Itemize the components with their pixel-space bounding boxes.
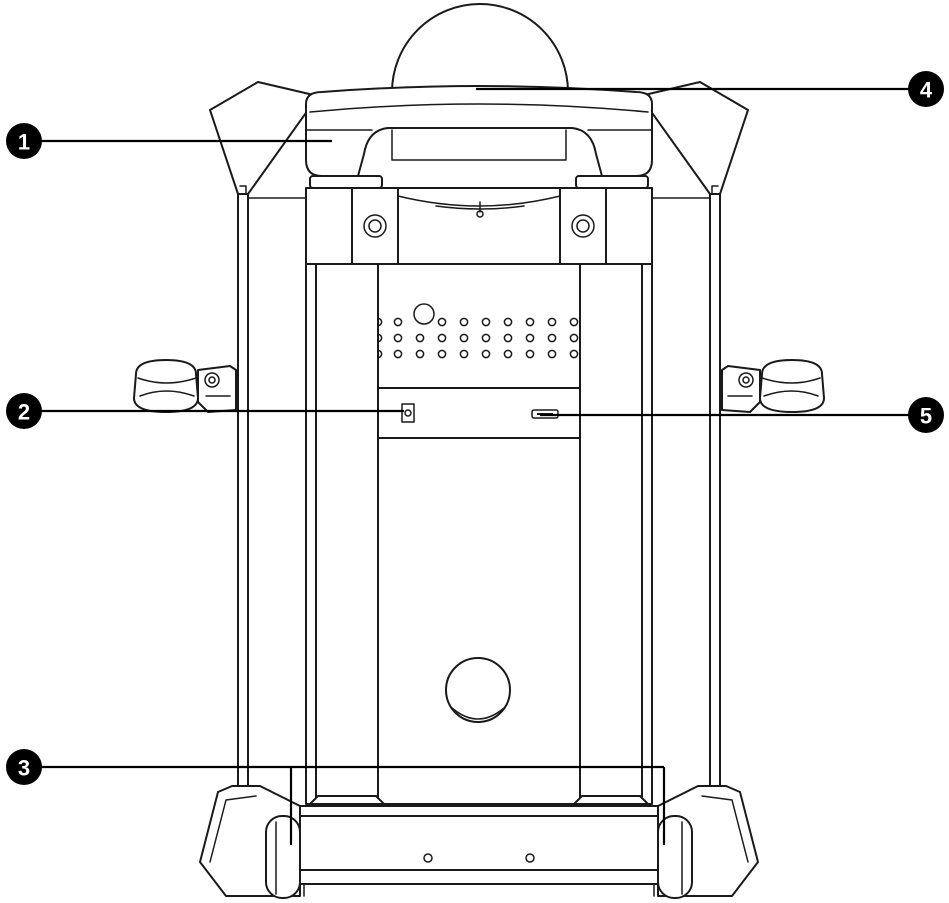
- grille-hole: [393, 333, 403, 343]
- top-dome: [391, 3, 569, 93]
- callout-badge-5: 5: [908, 397, 944, 433]
- right-shoulder-wing: [639, 81, 749, 195]
- callout-badge-2: 2: [6, 393, 42, 429]
- callout-badge-1-label: 1: [18, 130, 30, 155]
- grille-hole: [393, 349, 403, 359]
- grille-hole: [569, 349, 579, 359]
- grille-hole: [525, 333, 535, 343]
- port-panel: [377, 387, 581, 439]
- grille-hole: [437, 333, 447, 343]
- grille-hole: [437, 349, 447, 359]
- left-wheel: [265, 815, 301, 899]
- base-frame: [199, 785, 759, 897]
- outer-side-rails: [237, 193, 721, 791]
- grille-hole-edge: [377, 317, 383, 327]
- leader-3: [34, 765, 666, 845]
- grille-hole: [415, 333, 425, 343]
- grille-hole: [459, 333, 469, 343]
- grille-hole: [459, 349, 469, 359]
- callout-badge-1: 1: [6, 123, 42, 159]
- cable-outlet: [445, 657, 511, 723]
- handle-base-block: [305, 187, 653, 265]
- left-mount-screw: [363, 214, 387, 238]
- grille-hole: [481, 317, 491, 327]
- grille-hole: [547, 349, 557, 359]
- top-handle: [305, 85, 653, 177]
- right-wheel: [657, 815, 693, 899]
- dc-jack-pin: [404, 409, 412, 417]
- left-shoulder-wing: [209, 81, 319, 195]
- grille-hole: [503, 317, 513, 327]
- callout-leaders: [34, 87, 914, 845]
- grille-hole: [569, 333, 579, 343]
- callout-badge-4-label: 4: [920, 78, 933, 103]
- grille-hole: [525, 317, 535, 327]
- grille-hole: [569, 317, 579, 327]
- grille-hole: [459, 317, 469, 327]
- grille-hole: [503, 349, 513, 359]
- callout-badge-3-label: 3: [18, 756, 30, 781]
- speaker-grille: [377, 317, 579, 359]
- callout-badge-2-label: 2: [18, 400, 30, 425]
- grille-hole: [393, 317, 403, 327]
- handle-collars: [309, 175, 649, 189]
- grille-hole: [481, 349, 491, 359]
- grille-hole: [415, 349, 425, 359]
- callout-badge-5-label: 5: [920, 404, 932, 429]
- dc-power-jack: [401, 403, 415, 423]
- grille-knob: [413, 303, 435, 325]
- right-side-clamp: [721, 359, 825, 413]
- main-body: [305, 263, 653, 805]
- grille-hole: [481, 333, 491, 343]
- grille-hole-edge: [377, 349, 383, 359]
- grille-hole: [547, 317, 557, 327]
- right-mount-screw: [571, 214, 595, 238]
- left-side-clamp: [133, 359, 237, 413]
- grille-hole: [503, 333, 513, 343]
- grille-hole: [525, 349, 535, 359]
- callout-badge-4: 4: [908, 71, 944, 107]
- grille-hole-edge: [377, 333, 383, 343]
- callout-badge-3: 3: [6, 749, 42, 785]
- grille-hole: [547, 333, 557, 343]
- grille-hole: [437, 317, 447, 327]
